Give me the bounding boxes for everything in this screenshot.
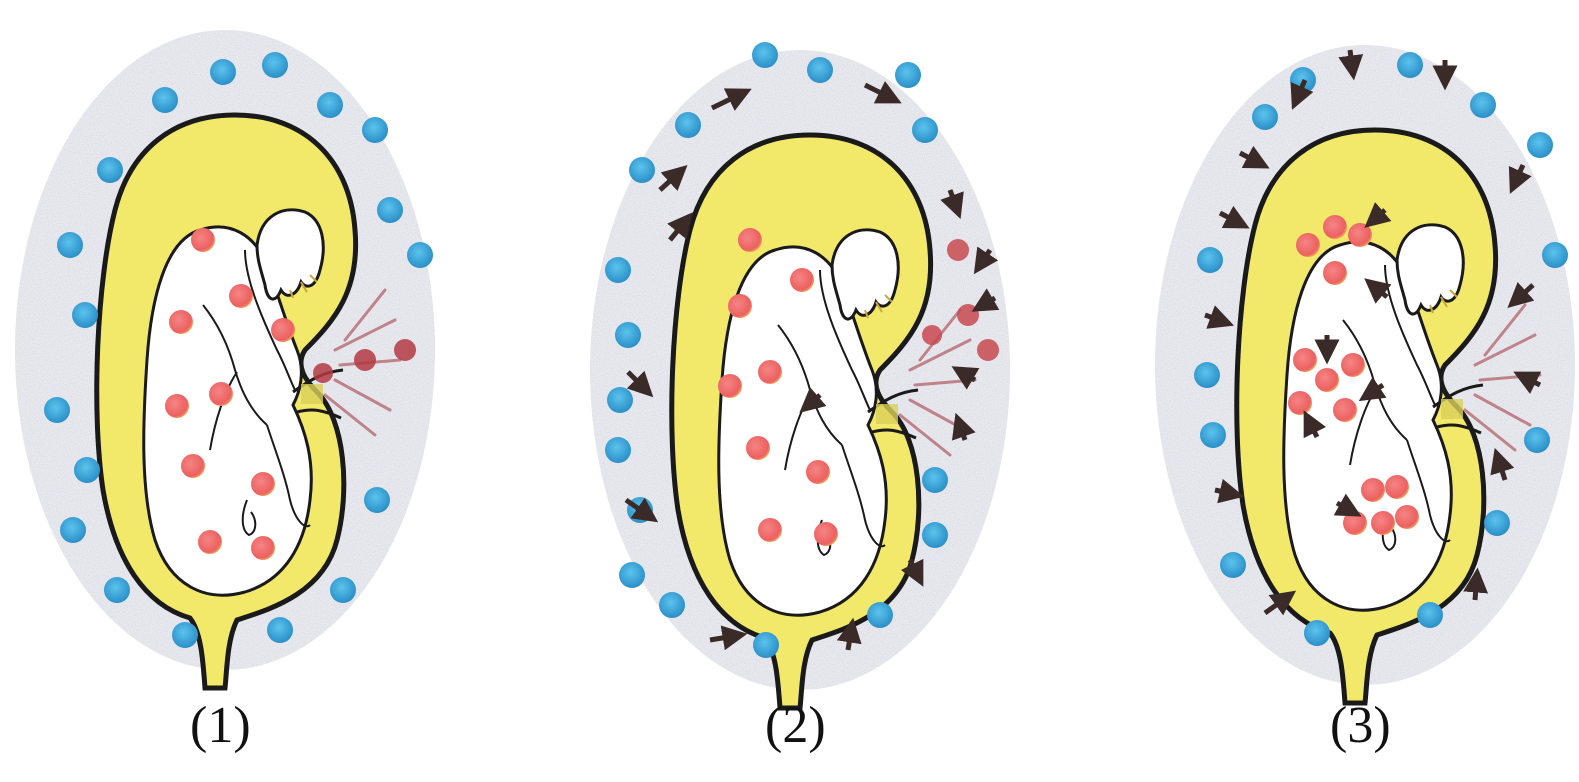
caption-panel-3: (3) — [1330, 700, 1391, 752]
panel-3 — [1155, 45, 1575, 703]
panel-2 — [590, 42, 1010, 708]
panel-1 — [15, 30, 435, 688]
caption-panel-2: (2) — [765, 700, 826, 752]
caption-panel-1: (1) — [190, 700, 251, 752]
